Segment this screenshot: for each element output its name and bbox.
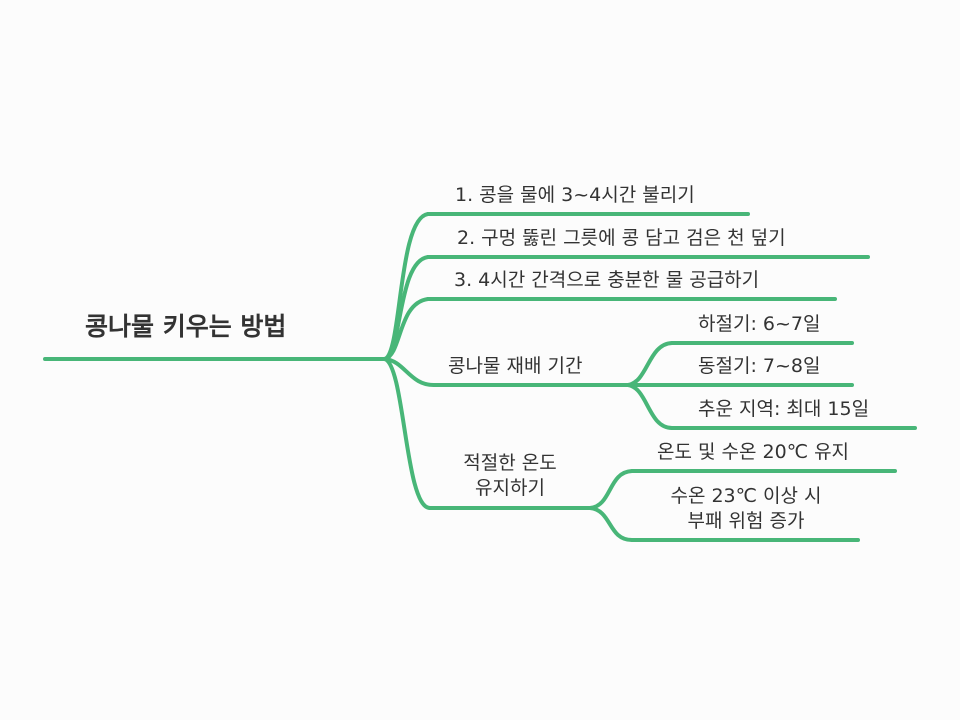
topic-cover[interactable]: 2. 구멍 뚫린 그릇에 콩 담고 검은 천 덮기 — [457, 227, 786, 249]
topic-temperature-line2: 유지하기 — [475, 477, 545, 499]
subtopic-winter[interactable]: 동절기: 7~8일 — [698, 355, 821, 377]
topic-temperature[interactable]: 적절한 온도 유지하기 — [440, 451, 580, 501]
connector-period-to-cold — [626, 383, 674, 430]
connector-root-to-water — [383, 297, 430, 361]
subtopic-spoilage-risk-line2: 부패 위험 증가 — [687, 510, 805, 532]
topic-temperature-line1: 적절한 온도 — [463, 452, 557, 474]
subtopic-summer[interactable]: 하절기: 6~7일 — [698, 313, 821, 335]
connector-temperature-to-keep — [588, 469, 634, 510]
subtopic-cold-region[interactable]: 추운 지역: 최대 15일 — [698, 398, 870, 420]
root-topic[interactable]: 콩나물 키우는 방법 — [85, 312, 287, 341]
topic-soak[interactable]: 1. 콩을 물에 3~4시간 불리기 — [455, 184, 695, 206]
subtopic-spoilage-risk[interactable]: 수온 23℃ 이상 시 부패 위험 증가 — [648, 484, 844, 534]
subtopic-spoilage-risk-line1: 수온 23℃ 이상 시 — [670, 485, 822, 507]
connector-root-to-period — [383, 357, 437, 388]
subtopic-keep-temperature[interactable]: 온도 및 수온 20℃ 유지 — [657, 441, 850, 463]
topic-period[interactable]: 콩나물 재배 기간 — [448, 355, 583, 377]
connector-root-to-temperature — [383, 357, 432, 510]
connector-period-to-summer — [626, 341, 674, 387]
topic-water[interactable]: 3. 4시간 간격으로 충분한 물 공급하기 — [454, 269, 760, 291]
connector-temperature-to-risk — [588, 506, 634, 542]
